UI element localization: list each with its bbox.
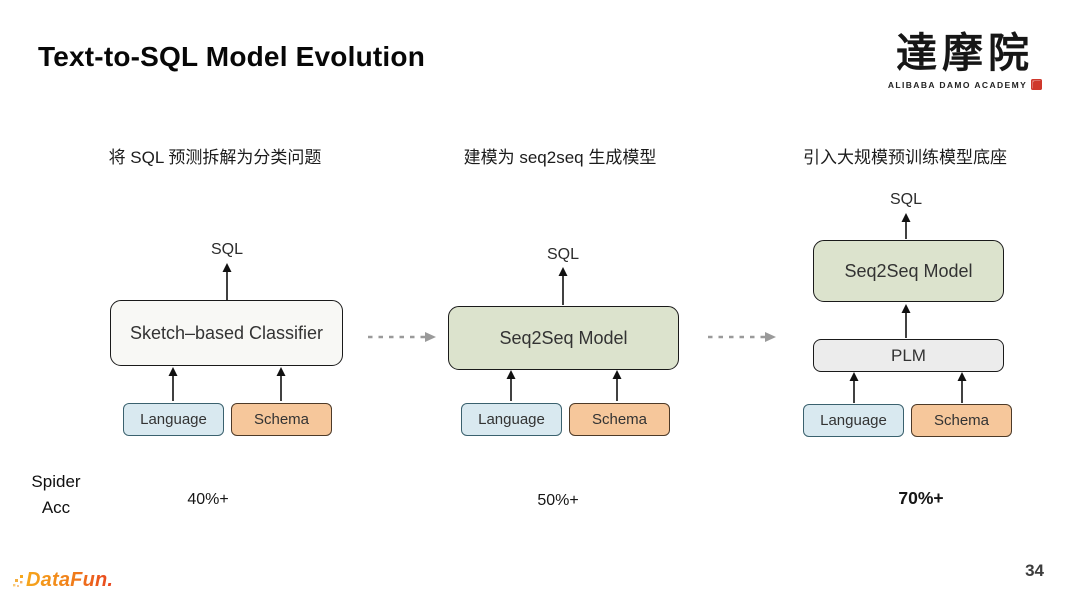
column2-schema-box: Schema bbox=[569, 403, 670, 436]
datafun-dots-icon bbox=[13, 575, 23, 587]
column2-sql-output-label: SQL bbox=[546, 246, 579, 263]
spider-acc-label-line1: Spider bbox=[31, 472, 81, 491]
damo-logo-subtitle-row: ALIBABA DAMO ACADEMY bbox=[884, 79, 1046, 91]
column1-language-box: Language bbox=[123, 403, 224, 436]
column1-sql-output-label: SQL bbox=[210, 241, 243, 258]
column3-metric: 70%+ bbox=[898, 488, 944, 508]
red-seal-icon bbox=[1031, 79, 1043, 91]
column2-metric: 50%+ bbox=[537, 492, 579, 509]
page-title: Text-to-SQL Model Evolution bbox=[38, 41, 426, 72]
page-number: 34 bbox=[1025, 561, 1044, 580]
column3-sql-output-label: SQL bbox=[889, 191, 922, 208]
datafun-wordmark: DataFun. bbox=[26, 569, 114, 591]
column2-model-box: Seq2Seq Model bbox=[448, 306, 679, 370]
column3-header: 引入大规模预训练模型底座 bbox=[803, 148, 1007, 167]
column3-model-box: Seq2Seq Model bbox=[813, 240, 1004, 302]
damo-academy-logo: 達摩院 ALIBABA DAMO ACADEMY bbox=[884, 29, 1046, 91]
column1-model-box: Sketch–based Classifier bbox=[110, 300, 343, 366]
column1-schema-box: Schema bbox=[231, 403, 332, 436]
spider-acc-label-line2: Acc bbox=[41, 498, 71, 517]
column1-metric: 40%+ bbox=[187, 491, 229, 508]
damo-logo-chinese-text: 達摩院 bbox=[896, 29, 1034, 77]
spider-acc-axis-label: Spider Acc bbox=[18, 469, 94, 521]
column2-language-box: Language bbox=[461, 403, 562, 436]
datafun-logo: DataFun. bbox=[12, 569, 113, 592]
column1-header: 将 SQL 预测拆解为分类问题 bbox=[108, 148, 322, 167]
column2-header: 建模为 seq2seq 生成模型 bbox=[463, 148, 657, 167]
column3-plm-box: PLM bbox=[813, 339, 1004, 372]
damo-logo-subtitle: ALIBABA DAMO ACADEMY bbox=[887, 79, 1028, 90]
column3-schema-box: Schema bbox=[911, 404, 1012, 437]
column3-language-box: Language bbox=[803, 404, 904, 437]
